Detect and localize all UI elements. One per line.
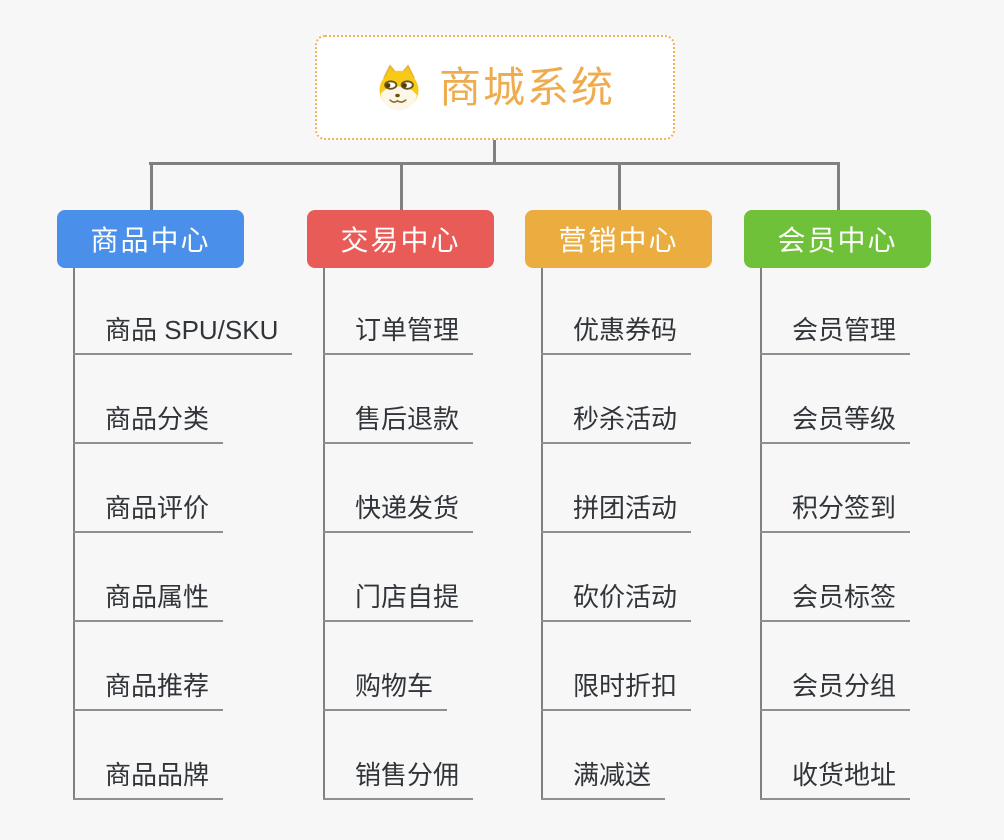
branch-connector-bar: [149, 162, 840, 165]
leaf-item[interactable]: 满减送: [541, 760, 666, 800]
leaf-item[interactable]: 会员等级: [760, 404, 911, 444]
leaf-item[interactable]: 商品推荐: [73, 671, 224, 711]
branch-node[interactable]: 交易中心: [307, 210, 494, 268]
leaf-item[interactable]: 拼团活动: [541, 493, 692, 533]
leaf-item[interactable]: 售后退款: [323, 404, 474, 444]
leaf-item[interactable]: 会员管理: [760, 315, 911, 355]
column-line: [760, 268, 762, 800]
branch-node[interactable]: 商品中心: [57, 210, 244, 268]
leaf-item[interactable]: 商品分类: [73, 404, 224, 444]
leaf-item[interactable]: 收货地址: [760, 760, 911, 800]
branch-drop-line: [837, 162, 840, 210]
root-connector-stub: [493, 140, 496, 164]
leaf-item[interactable]: 优惠券码: [541, 315, 692, 355]
branch-label: 营销中心: [558, 225, 679, 256]
leaf-item[interactable]: 商品 SPU/SKU: [73, 315, 293, 355]
column-line: [541, 268, 543, 800]
leaf-item[interactable]: 秒杀活动: [541, 404, 692, 444]
leaf-item[interactable]: 订单管理: [323, 315, 474, 355]
leaf-item[interactable]: 会员分组: [760, 671, 911, 711]
branch-drop-line: [400, 162, 403, 210]
column-line: [323, 268, 325, 800]
leaf-item[interactable]: 积分签到: [760, 493, 911, 533]
root-node[interactable]: 商城系统: [315, 35, 675, 140]
leaf-item[interactable]: 快递发货: [323, 493, 474, 533]
leaf-item[interactable]: 商品品牌: [73, 760, 224, 800]
branch-node[interactable]: 会员中心: [744, 210, 931, 268]
leaf-item[interactable]: 销售分佣: [323, 760, 474, 800]
branch-drop-line: [150, 162, 153, 210]
leaf-item[interactable]: 门店自提: [323, 582, 474, 622]
branch-drop-line: [618, 162, 621, 210]
column-line: [73, 268, 75, 800]
doge-face-icon: [379, 63, 419, 111]
leaf-item[interactable]: 限时折扣: [541, 671, 692, 711]
leaf-item[interactable]: 砍价活动: [541, 582, 692, 622]
leaf-item[interactable]: 购物车: [323, 671, 448, 711]
leaf-item[interactable]: 会员标签: [760, 582, 911, 622]
branch-label: 商品中心: [90, 225, 211, 256]
branch-node[interactable]: 营销中心: [525, 210, 712, 268]
leaf-item[interactable]: 商品评价: [73, 493, 224, 533]
branch-label: 会员中心: [777, 225, 898, 256]
root-title: 商城系统: [438, 63, 615, 111]
leaf-item[interactable]: 商品属性: [73, 582, 224, 622]
branch-label: 交易中心: [340, 225, 461, 256]
